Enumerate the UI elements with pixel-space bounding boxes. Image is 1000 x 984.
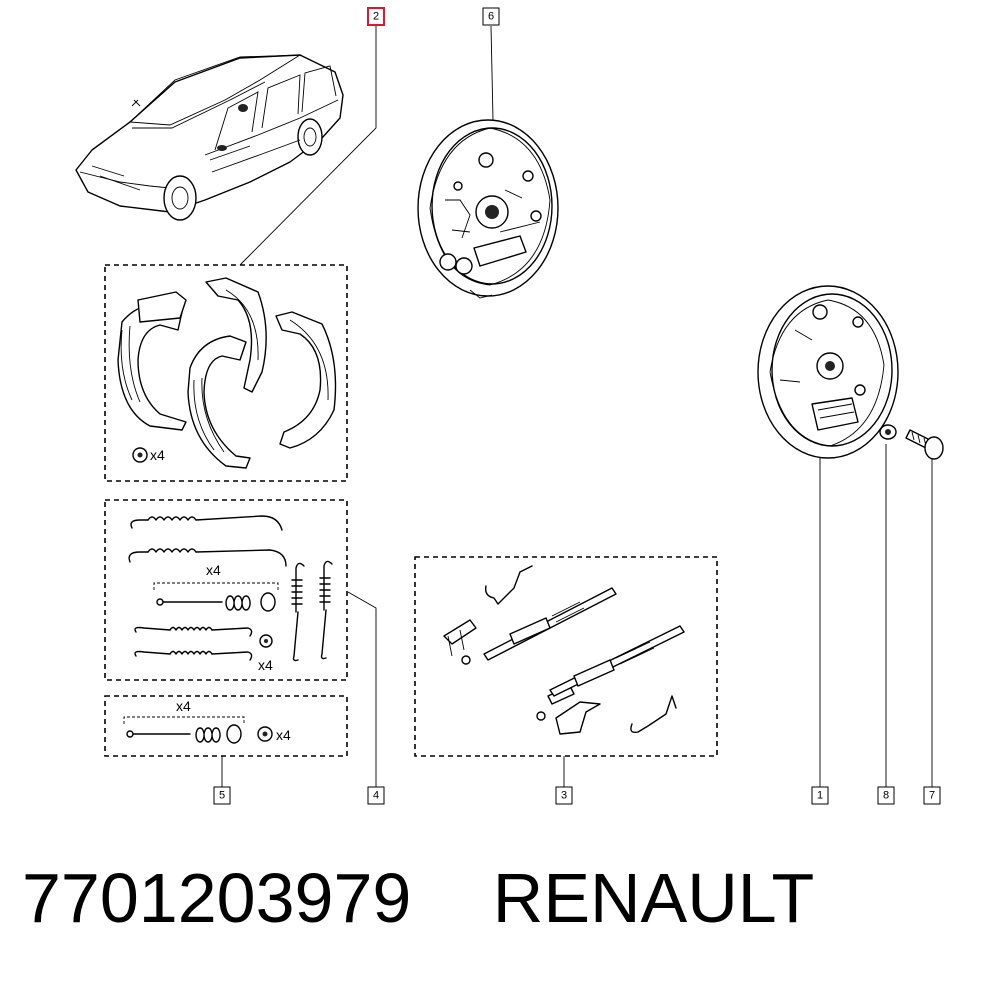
- spring-kit-group-quantity: x4: [206, 562, 221, 578]
- backing-plate-left-illustration: [417, 119, 559, 299]
- svg-text:8: 8: [883, 790, 889, 802]
- svg-text:1: 1: [817, 790, 823, 802]
- adjuster-kit-group-border: [414, 556, 718, 757]
- brake-shoes-illustration: [117, 277, 337, 469]
- callout-4[interactable]: 4: [367, 786, 385, 805]
- backing-plate-right-illustration: [757, 285, 899, 459]
- washer-illustration: [879, 424, 897, 440]
- callout-8[interactable]: 8: [877, 786, 895, 805]
- part-number: 7701203979: [22, 859, 412, 937]
- callout-6[interactable]: 6: [482, 7, 500, 26]
- pin-kit-illustration: [123, 716, 273, 744]
- spring-kit-group-border: [104, 499, 348, 681]
- pin-kit-group-quantity: x4: [176, 698, 191, 714]
- car-illustration: [75, 54, 344, 221]
- brake-shoes-group-border: [104, 264, 348, 482]
- pin-kit-nut-quantity: x4: [276, 727, 291, 743]
- spring-kit-nut-quantity: x4: [258, 657, 273, 673]
- leader-lines: [221, 25, 933, 787]
- spring-kit-illustration: [128, 515, 333, 662]
- svg-text:7: 7: [929, 790, 935, 802]
- callout-7[interactable]: 7: [923, 786, 941, 805]
- svg-text:3: 3: [561, 790, 567, 802]
- svg-text:4: 4: [373, 790, 379, 802]
- bolt-illustration: [905, 429, 944, 460]
- adjuster-kit-illustration: [443, 565, 685, 735]
- shoe-nuts-quantity: x4: [150, 447, 165, 463]
- pin-kit-group-border: [104, 695, 348, 757]
- svg-text:6: 6: [488, 11, 494, 23]
- callout-5[interactable]: 5: [213, 786, 231, 805]
- brand-name: RENAULT: [492, 859, 815, 937]
- svg-text:2: 2: [373, 11, 379, 23]
- callout-1[interactable]: 1: [811, 786, 829, 805]
- callout-2[interactable]: 2: [367, 7, 385, 26]
- footer-caption: 7701203979 RENAULT: [22, 858, 814, 938]
- callout-3[interactable]: 3: [555, 786, 573, 805]
- svg-text:5: 5: [219, 790, 225, 802]
